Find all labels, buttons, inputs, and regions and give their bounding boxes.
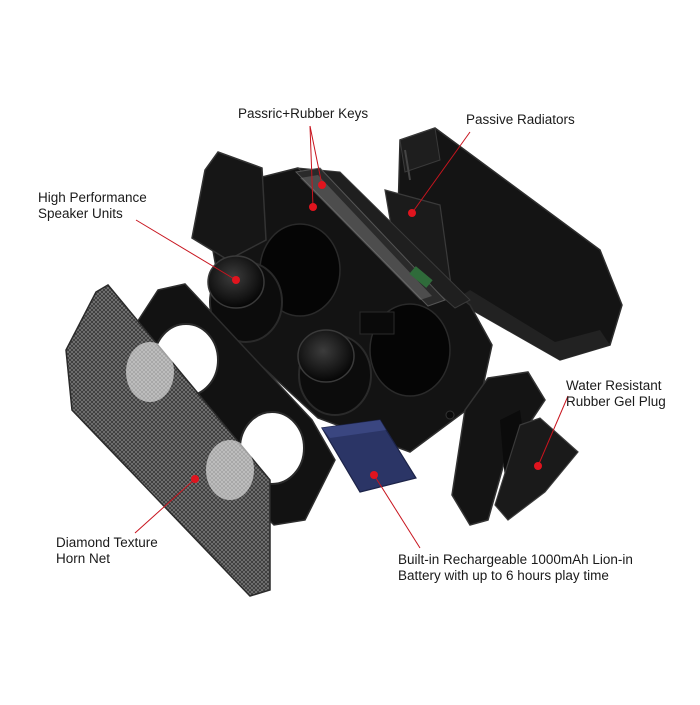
- callout-keys-line1: Passric+Rubber Keys: [238, 106, 369, 121]
- callout-battery-line1: Built-in Rechargeable 1000mAh Lion-in: [398, 552, 633, 567]
- battery: [321, 419, 417, 493]
- leader-radiators: [411, 131, 471, 214]
- marker-dot-keys-1: [318, 181, 326, 189]
- callout-battery-line2: Battery with up to 6 hours play time: [398, 568, 609, 583]
- callout-speakers-line2: Speaker Units: [38, 206, 123, 221]
- leader-plug: [537, 395, 569, 467]
- callout-radiators-line1: Passive Radiators: [466, 112, 575, 127]
- leader-keys-b: [309, 125, 314, 208]
- callout-speakers: High Performance Speaker Units: [38, 190, 147, 222]
- callout-plug-line2: Rubber Gel Plug: [566, 394, 666, 409]
- marker-dot-battery: [370, 471, 378, 479]
- leader-battery: [373, 474, 421, 549]
- callout-plug: Water Resistant Rubber Gel Plug: [566, 378, 666, 410]
- left-side-bracket: [191, 151, 267, 261]
- marker-dot-keys-2: [309, 203, 317, 211]
- marker-dot-radiators: [408, 209, 416, 217]
- horn-net-grille: [65, 284, 271, 597]
- callout-battery: Built-in Rechargeable 1000mAh Lion-in Ba…: [398, 552, 633, 584]
- front-baffle: [131, 283, 336, 526]
- marker-dot-net: [191, 475, 199, 483]
- marker-dot-speakers: [232, 276, 240, 284]
- callout-net: Diamond Texture Horn Net: [56, 535, 158, 567]
- leader-keys-a: [309, 125, 323, 186]
- leader-lines: [134, 125, 569, 549]
- callout-net-line2: Horn Net: [56, 551, 111, 566]
- leader-net: [134, 478, 196, 534]
- speaker-driver-2: [297, 329, 372, 416]
- callout-plug-line1: Water Resistant: [566, 378, 662, 393]
- callout-radiators: Passive Radiators: [466, 112, 575, 128]
- callout-speakers-line1: High Performance: [38, 190, 147, 205]
- leader-speakers: [135, 219, 237, 281]
- callout-net-line1: Diamond Texture: [56, 535, 158, 550]
- rear-housing: [397, 127, 623, 361]
- markers: [191, 181, 542, 483]
- callout-keys: Passric+Rubber Keys: [238, 106, 368, 122]
- marker-dot-plug: [534, 462, 542, 470]
